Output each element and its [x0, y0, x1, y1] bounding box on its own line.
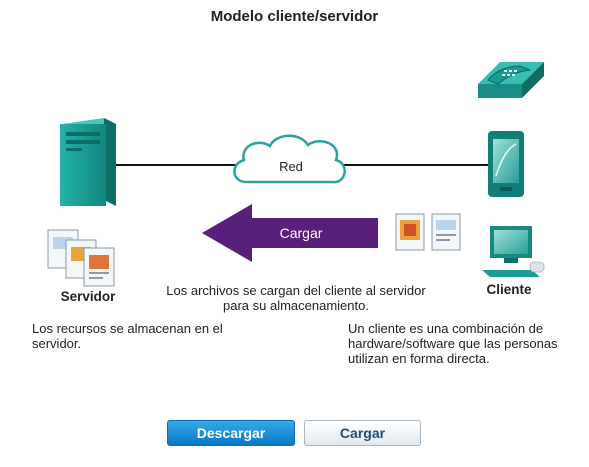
arrow-left-icon [202, 204, 378, 262]
documents-icon [47, 229, 115, 287]
network-label: Red [279, 159, 303, 174]
server-icon [60, 118, 116, 206]
tablet-icon [488, 131, 524, 197]
client-description: Un cliente es una combinación de hardwar… [348, 321, 558, 366]
client-documents-icon [395, 213, 461, 251]
upload-caption: Los archivos se cargan del cliente al se… [166, 283, 426, 313]
desktop-computer-icon [482, 226, 545, 277]
server-description: Los recursos se almacenan en el servidor… [32, 321, 223, 351]
cloud-icon [233, 134, 346, 184]
upload-button[interactable]: Cargar [304, 420, 421, 446]
phone-icon [478, 62, 544, 98]
download-button[interactable]: Descargar [167, 420, 295, 446]
client-label: Cliente [486, 282, 532, 297]
page-title: Modelo cliente/servidor [210, 8, 379, 25]
arrow-label: Cargar [280, 225, 323, 241]
server-label: Servidor [61, 289, 117, 304]
